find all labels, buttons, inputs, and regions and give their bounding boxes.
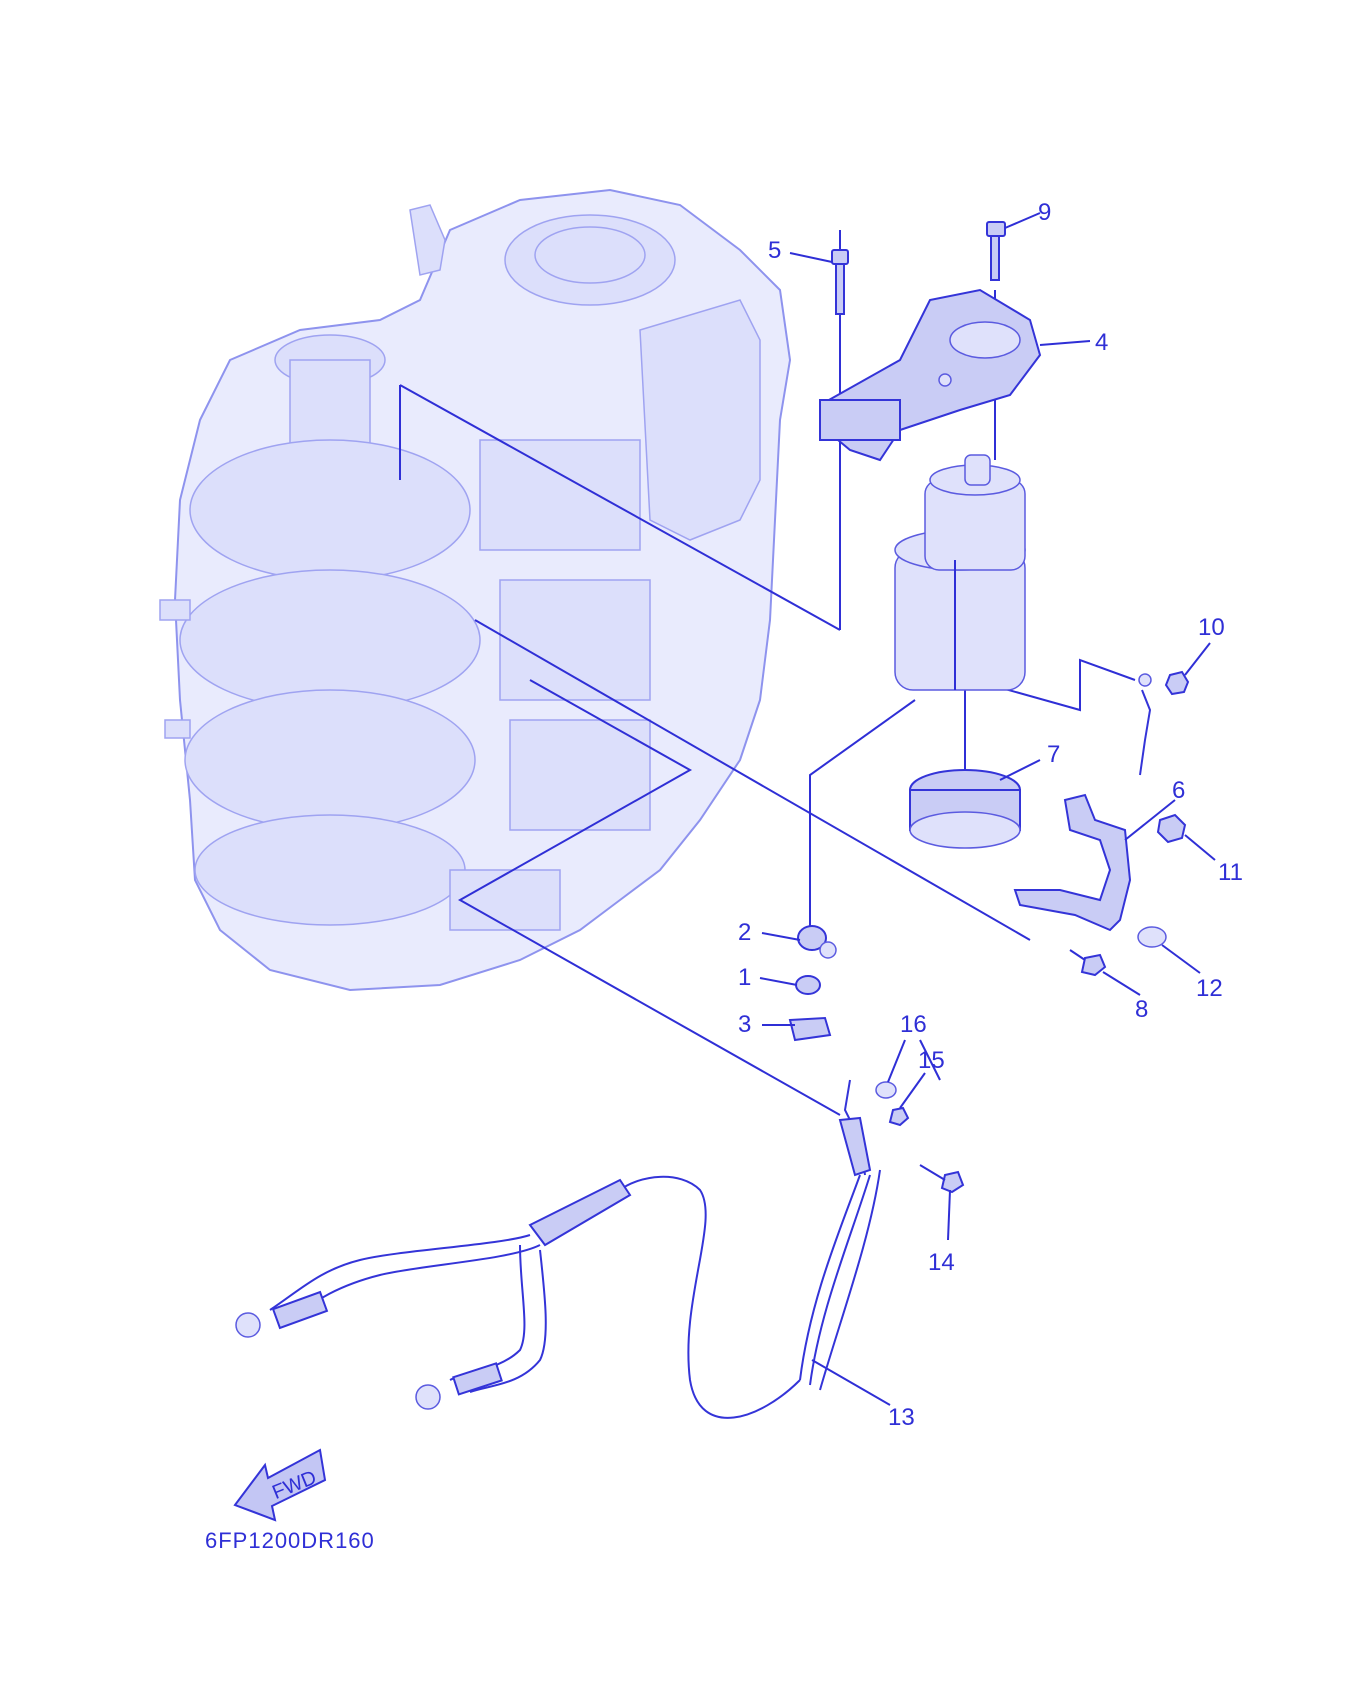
callout-11: 11 bbox=[1218, 859, 1243, 886]
bolt-part-14 bbox=[919, 1164, 965, 1194]
washer-part-16 bbox=[875, 1081, 897, 1099]
starter-motor bbox=[894, 454, 1026, 691]
drawing-code: 6FP1200DR160 bbox=[205, 1528, 375, 1553]
bolt-part-8 bbox=[1069, 949, 1107, 977]
battery-cable-part-13 bbox=[235, 1079, 881, 1419]
callout-4: 4 bbox=[1095, 329, 1108, 356]
nut-part-15 bbox=[888, 1106, 910, 1127]
callout-1: 1 bbox=[738, 964, 751, 991]
fwd-arrow-icon bbox=[233, 1448, 327, 1522]
callout-5: 5 bbox=[768, 237, 781, 264]
engine-block bbox=[159, 188, 792, 992]
callout-15: 15 bbox=[918, 1047, 945, 1074]
forward-direction-arrow: FWD bbox=[233, 1448, 327, 1522]
callout-16: 16 bbox=[900, 1011, 927, 1038]
callout-7: 7 bbox=[1047, 741, 1060, 768]
starter-bracket-part-4 bbox=[819, 288, 1042, 462]
callout-10: 10 bbox=[1198, 614, 1225, 641]
grommet-part-2 bbox=[797, 925, 837, 959]
callout-12: 12 bbox=[1196, 975, 1223, 1002]
nut-part-11 bbox=[1156, 813, 1187, 844]
nut-part-1 bbox=[795, 975, 821, 995]
clamp-part-6 bbox=[1013, 793, 1132, 932]
callout-3: 3 bbox=[738, 1011, 751, 1038]
callout-6: 6 bbox=[1172, 777, 1185, 804]
cap-part-3 bbox=[788, 1016, 832, 1042]
callouts: 1 2 3 4 5 6 7 8 9 10 11 12 13 14 15 16 bbox=[738, 199, 1243, 1431]
nut-part-10 bbox=[1138, 670, 1190, 776]
callout-leaders bbox=[759, 212, 1216, 1406]
callout-14: 14 bbox=[928, 1249, 955, 1276]
callout-2: 2 bbox=[738, 919, 751, 946]
bolt-part-9 bbox=[986, 221, 1006, 281]
callout-9: 9 bbox=[1038, 199, 1051, 226]
band-part-7 bbox=[909, 769, 1021, 849]
clip-part-12 bbox=[1137, 926, 1167, 948]
callout-8: 8 bbox=[1135, 996, 1148, 1023]
bolt-part-5 bbox=[831, 249, 849, 315]
callout-13: 13 bbox=[888, 1404, 915, 1431]
